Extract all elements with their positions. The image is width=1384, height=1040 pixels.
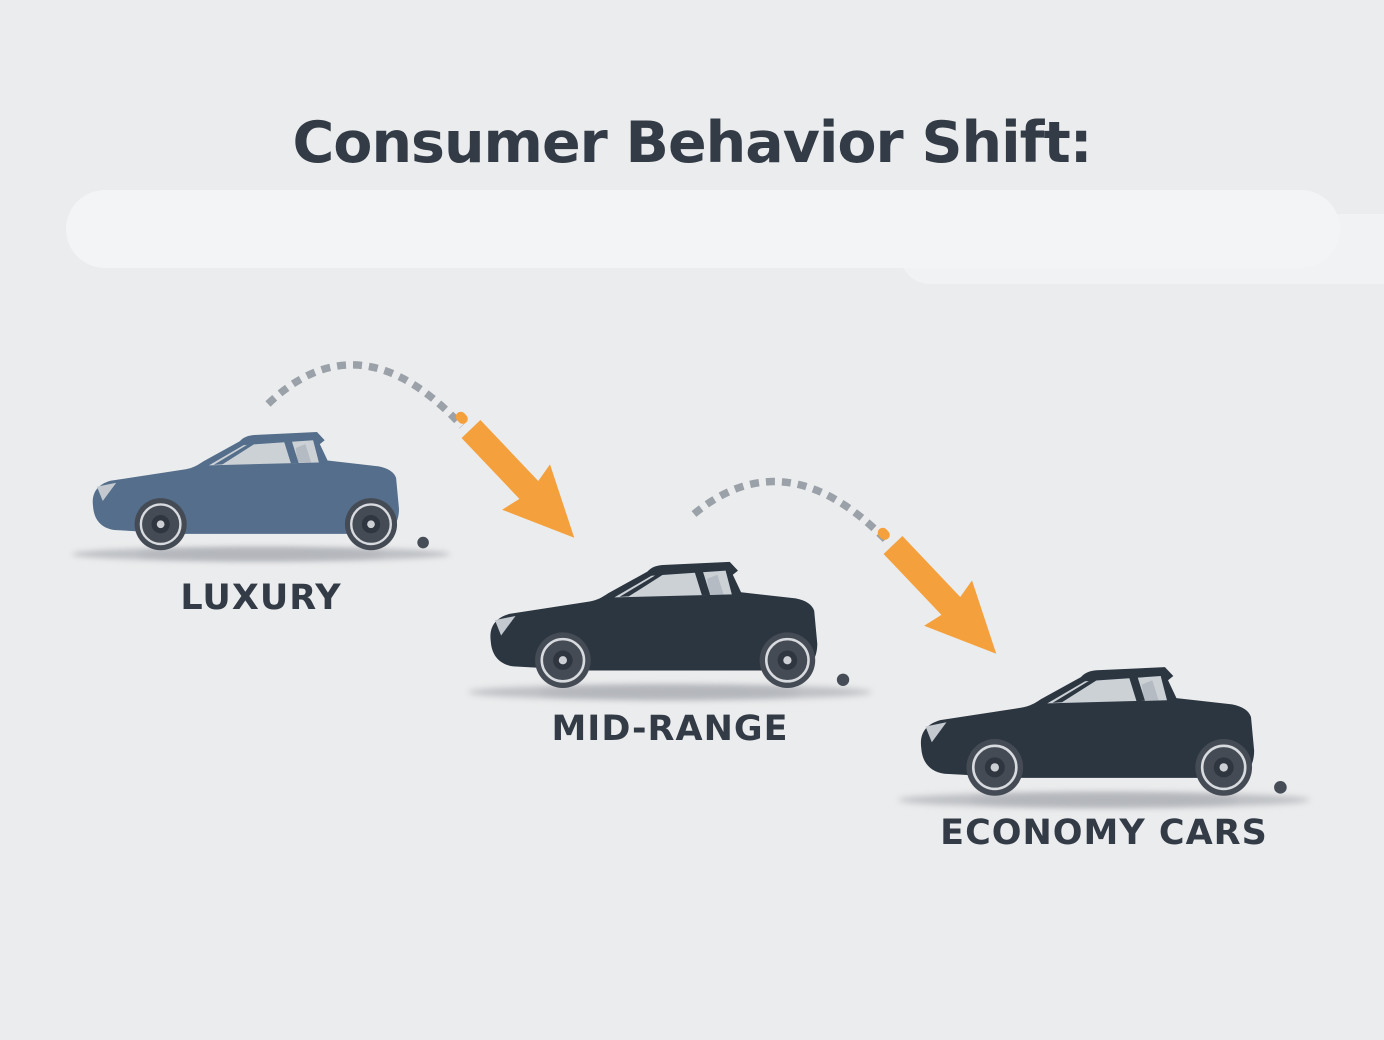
- orange-tick: [455, 411, 468, 424]
- luxury-car-illustration: [68, 420, 454, 570]
- down-arrow-icon: [461, 420, 575, 538]
- background-highlight-band: [66, 190, 1340, 268]
- page-title: Consumer Behavior Shift:: [292, 110, 1092, 176]
- dashed-arc: [691, 477, 889, 543]
- stage-luxury: LUXURY: [68, 420, 454, 618]
- label-luxury: LUXURY: [180, 577, 342, 618]
- stage-economy: ECONOMY CARS: [894, 654, 1314, 853]
- orange-tick: [877, 527, 890, 540]
- dashed-arc: [265, 361, 465, 429]
- label-economy-cars: ECONOMY CARS: [940, 812, 1268, 853]
- mid-range-car-illustration: [464, 549, 876, 709]
- stage-mid-range: MID-RANGE: [464, 549, 876, 749]
- economy-car-illustration: [894, 654, 1314, 817]
- label-mid-range: MID-RANGE: [551, 708, 789, 749]
